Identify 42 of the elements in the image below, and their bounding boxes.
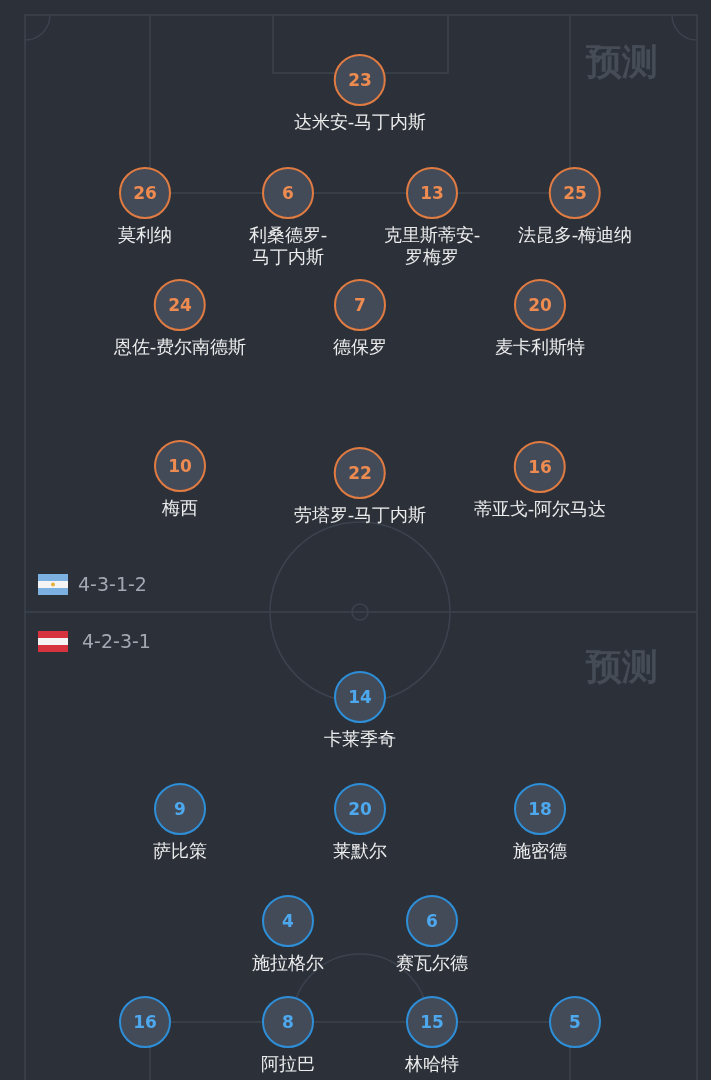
shirt-number-marker: 15 <box>406 996 458 1048</box>
player-name: 麦卡利斯特 <box>495 336 585 358</box>
player-name: 莱默尔 <box>333 840 387 862</box>
player-name: 卡莱季奇 <box>324 728 396 750</box>
player-name: 法昆多-梅迪纳 <box>517 224 633 246</box>
shirt-number-marker: 6 <box>262 167 314 219</box>
shirt-number-marker: 24 <box>154 279 206 331</box>
shirt-number-marker: 8 <box>262 996 314 1048</box>
shirt-number-marker: 10 <box>154 440 206 492</box>
shirt-number-marker: 4 <box>262 895 314 947</box>
player-name: 施密德 <box>513 840 567 862</box>
shirt-number-marker: 25 <box>549 167 601 219</box>
shirt-number-marker: 18 <box>514 783 566 835</box>
player-name: 恩佐-费尔南德斯 <box>113 336 247 358</box>
player-name: 施拉格尔 <box>252 952 324 974</box>
player-name: 林哈特 <box>405 1053 459 1075</box>
shirt-number-marker: 16 <box>514 441 566 493</box>
player-name: 梅西 <box>162 497 198 519</box>
formation-label: 4-3-1-2 <box>78 572 147 596</box>
shirt-number-marker: 23 <box>334 54 386 106</box>
shirt-number-marker: 16 <box>119 996 171 1048</box>
shirt-number-marker: 26 <box>119 167 171 219</box>
shirt-number-marker: 22 <box>334 447 386 499</box>
player-name: 赛瓦尔德 <box>396 952 468 974</box>
shirt-number-marker: 5 <box>549 996 601 1048</box>
shirt-number-marker: 20 <box>334 783 386 835</box>
player-name: 阿拉巴 <box>261 1053 315 1075</box>
shirt-number-marker: 14 <box>334 671 386 723</box>
formation-label: 4-2-3-1 <box>82 629 151 653</box>
player-name: 劳塔罗-马丁内斯 <box>293 504 427 526</box>
player-name: 萨比策 <box>153 840 207 862</box>
shirt-number-marker: 20 <box>514 279 566 331</box>
shirt-number-marker: 6 <box>406 895 458 947</box>
player-name: 达米安-马丁内斯 <box>293 111 427 133</box>
player-name: 德保罗 <box>333 336 387 358</box>
player-name: 蒂亚戈-阿尔马达 <box>473 498 607 520</box>
shirt-number-marker: 9 <box>154 783 206 835</box>
shirt-number-marker: 7 <box>334 279 386 331</box>
player-name: 利桑德罗-马丁内斯 <box>247 224 329 268</box>
shirt-number-marker: 13 <box>406 167 458 219</box>
player-name: 克里斯蒂安-罗梅罗 <box>382 224 482 268</box>
player-name: 莫利纳 <box>118 224 172 246</box>
